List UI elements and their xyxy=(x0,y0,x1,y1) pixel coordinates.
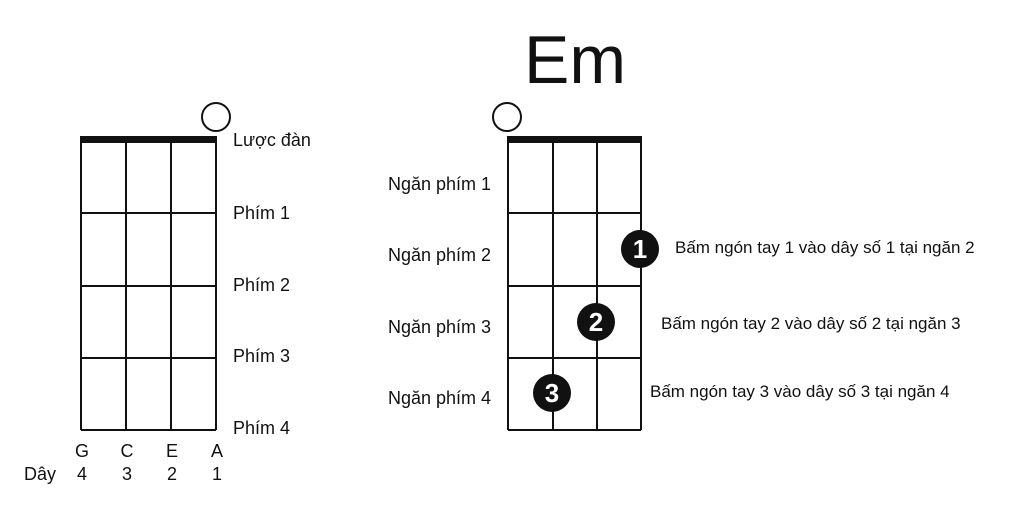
fret-label-2: Phím 2 xyxy=(233,275,291,295)
string-number-1: 1 xyxy=(211,464,222,484)
string-note-c: C xyxy=(120,441,134,461)
fret-space-label-3: Ngăn phím 3 xyxy=(388,317,492,337)
fret-space-label-4: Ngăn phím 4 xyxy=(388,388,492,408)
chord-nut-bar xyxy=(507,136,642,143)
finger-dot-3: 3 xyxy=(533,374,571,412)
string-row-label: Dây xyxy=(24,464,57,484)
finger-instruction-1: Bấm ngón tay 1 vào dây số 1 tại ngăn 2 xyxy=(675,238,975,257)
fret-space-label-2: Ngăn phím 2 xyxy=(388,245,492,265)
string-note-e: E xyxy=(165,441,178,461)
open-string-circle xyxy=(492,102,522,132)
fret-label-4: Phím 4 xyxy=(233,418,291,438)
finger-dot-1: 1 xyxy=(621,230,659,268)
fret-space-label-1: Ngăn phím 1 xyxy=(388,174,492,194)
chord-fretboard xyxy=(507,140,642,431)
nut-label: Lược đàn xyxy=(233,130,311,150)
string-number-4: 4 xyxy=(76,464,87,484)
finger-instruction-3: Bấm ngón tay 3 vào dây số 3 tại ngăn 4 xyxy=(650,382,950,401)
string-note-g: G xyxy=(75,441,90,461)
reference-fretboard xyxy=(80,140,217,431)
open-string-circle-reference xyxy=(201,102,231,132)
finger-dot-1-label: 1 xyxy=(633,234,647,264)
finger-dot-2-label: 2 xyxy=(589,307,603,337)
fret-label-3: Phím 3 xyxy=(233,346,291,366)
string-note-a: A xyxy=(210,441,223,461)
string-number-3: 3 xyxy=(121,464,132,484)
nut-bar xyxy=(80,136,217,143)
chord-title: Em xyxy=(524,22,626,98)
finger-dot-2: 2 xyxy=(577,303,615,341)
fret-label-1: Phím 1 xyxy=(233,203,291,223)
string-number-2: 2 xyxy=(166,464,177,484)
finger-dot-3-label: 3 xyxy=(545,378,559,408)
finger-instruction-2: Bấm ngón tay 2 vào dây số 2 tại ngăn 3 xyxy=(661,314,961,333)
